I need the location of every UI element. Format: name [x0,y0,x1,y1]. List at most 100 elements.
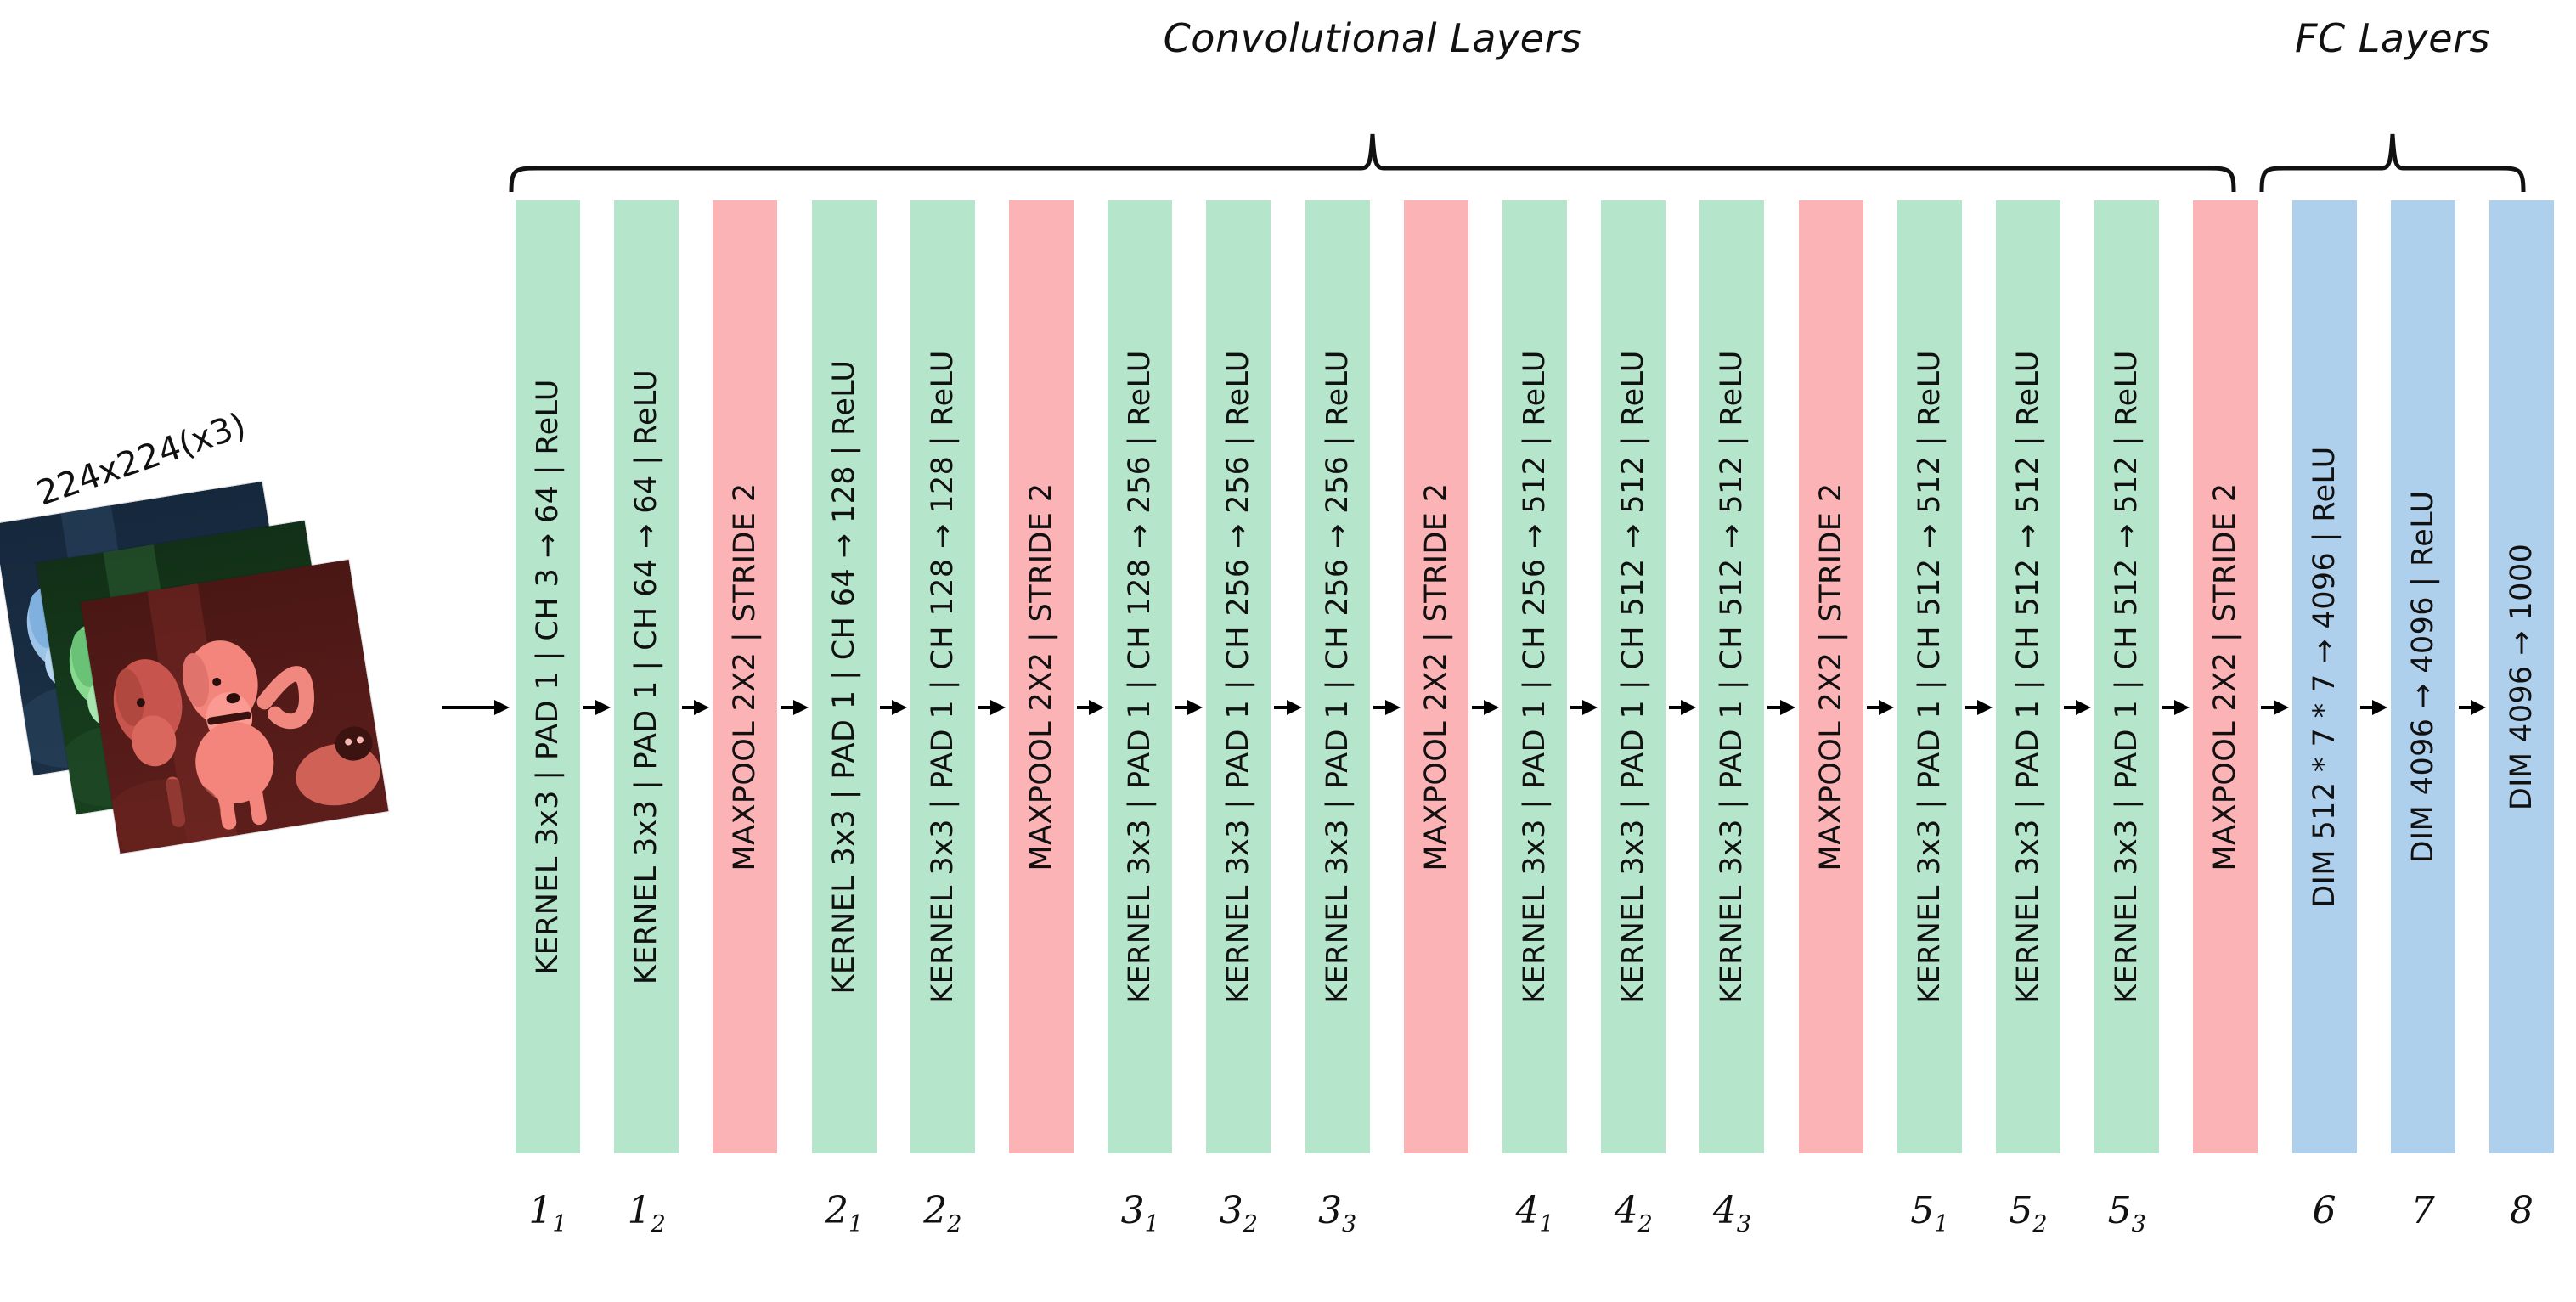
conv-layer-4[interactable]: KERNEL 3x3 | PAD 1 | CH 64 → 128 | ReLU [811,200,877,1153]
layer-index-number: 3 [1219,1189,1243,1232]
arrow-head [891,700,907,715]
layer-bar [2291,200,2357,1153]
maxpool-layer-3[interactable]: MAXPOOL 2X2 | STRIDE 2 [713,200,778,1153]
layer-index-subscript: 1 [1539,1210,1554,1237]
arrow-head [1582,700,1598,715]
arrow-head [1779,700,1795,715]
layer-bar [1108,200,1173,1153]
arrow-shaft [1866,706,1879,709]
flow-arrow-12 [1669,700,1697,715]
fc-layer-19[interactable]: DIM 512 * 7 * 7 → 4096 | ReLU [2291,200,2357,1153]
flow-arrow-9 [1373,700,1401,715]
layer-index-label-21: 8 [2510,1189,2534,1232]
arrow-shaft [1373,706,1385,709]
layer-bar [1996,200,2060,1153]
conv-layer-9[interactable]: KERNEL 3x3 | PAD 1 | CH 256 → 256 | ReLU [1305,200,1370,1153]
maxpool-layer-6[interactable]: MAXPOOL 2X2 | STRIDE 2 [1009,200,1074,1153]
conv-layer-7[interactable]: KERNEL 3x3 | PAD 1 | CH 128 → 256 | ReLU [1108,200,1173,1153]
arrow-shaft [583,706,596,709]
layer-bar [2193,200,2258,1153]
arrow-head [1878,700,1894,715]
arrow-shaft [2261,706,2274,709]
layer-index-number: 7 [2410,1189,2435,1232]
layer-index-number: 8 [2510,1189,2534,1232]
layer-label: KERNEL 3x3 | PAD 1 | CH 512 → 512 | ReLU [1616,350,1651,1004]
layer-index-number: 5 [2107,1189,2132,1232]
flow-arrow-17 [2162,700,2190,715]
flow-arrow-13 [1767,700,1795,715]
maxpool-layer-14[interactable]: MAXPOOL 2X2 | STRIDE 2 [1798,200,1863,1153]
arrow-head [1384,700,1401,715]
arrow-head [792,700,809,715]
arrow-shaft [682,706,695,709]
conv-layer-11[interactable]: KERNEL 3x3 | PAD 1 | CH 256 → 512 | ReLU [1502,200,1567,1153]
layer-label: KERNEL 3x3 | PAD 1 | CH 64 → 128 | ReLU [826,359,861,995]
conv-layer-8[interactable]: KERNEL 3x3 | PAD 1 | CH 256 → 256 | ReLU [1206,200,1271,1153]
layer-label: DIM 512 * 7 * 7 → 4096 | ReLU [2307,446,2342,908]
layer-index-number: 5 [2009,1189,2033,1232]
layer-bar [2094,200,2160,1153]
layer-index-subscript: 1 [1144,1210,1159,1237]
conv-layer-12[interactable]: KERNEL 3x3 | PAD 1 | CH 512 → 512 | ReLU [1601,200,1666,1153]
flow-arrow-11 [1570,700,1598,715]
layer-bar [1699,200,1765,1153]
layer-label: KERNEL 3x3 | PAD 1 | CH 64 → 64 | ReLU [629,369,664,985]
conv-layer-2[interactable]: KERNEL 3x3 | PAD 1 | CH 64 → 64 | ReLU [614,200,679,1153]
layer-index-label-2: 12 [628,1189,666,1237]
conv-layer-16[interactable]: KERNEL 3x3 | PAD 1 | CH 512 → 512 | ReLU [1996,200,2060,1153]
layer-bar [910,200,975,1153]
maxpool-layer-18[interactable]: MAXPOOL 2X2 | STRIDE 2 [2193,200,2258,1153]
arrow-shaft [1471,706,1484,709]
arrow-head [694,700,710,715]
flow-arrow-10 [1471,700,1499,715]
layer-label: MAXPOOL 2X2 | STRIDE 2 [728,482,763,871]
layer-index-label-7: 31 [1121,1189,1159,1237]
layer-index-number: 3 [1318,1189,1342,1232]
flow-arrow-19 [2359,700,2387,715]
layer-label: KERNEL 3x3 | PAD 1 | CH 3 → 64 | ReLU [531,379,565,975]
layer-label: KERNEL 3x3 | PAD 1 | CH 256 → 256 | ReLU [1221,350,1256,1004]
flow-arrow-7 [1175,700,1203,715]
layer-index-subscript: 2 [651,1210,666,1237]
conv-layer-1[interactable]: KERNEL 3x3 | PAD 1 | CH 3 → 64 | ReLU [516,200,580,1153]
flow-arrow-2 [682,700,710,715]
arrow-shaft [1175,706,1188,709]
arrow-head [2470,700,2486,715]
arrow-shaft [2064,706,2077,709]
layer-index-subscript: 3 [1736,1210,1751,1237]
layer-label: KERNEL 3x3 | PAD 1 | CH 512 → 512 | ReLU [1715,350,1750,1004]
conv-section-title: Convolutional Layers [1163,15,1582,61]
layer-bar [1206,200,1271,1153]
arrow-shaft [1570,706,1583,709]
flow-arrow-5 [978,700,1006,715]
layer-index-number: 4 [1712,1189,1737,1232]
layer-bar [516,200,580,1153]
layer-index-number: 4 [1515,1189,1540,1232]
arrow-head [1286,700,1302,715]
arrow-shaft [2359,706,2372,709]
flow-arrow-6 [1077,700,1105,715]
conv-layer-17[interactable]: KERNEL 3x3 | PAD 1 | CH 512 → 512 | ReLU [2094,200,2160,1153]
conv-layer-13[interactable]: KERNEL 3x3 | PAD 1 | CH 512 → 512 | ReLU [1699,200,1765,1153]
maxpool-layer-10[interactable]: MAXPOOL 2X2 | STRIDE 2 [1403,200,1468,1153]
layer-index-label-19: 6 [2313,1189,2336,1232]
conv-layer-5[interactable]: KERNEL 3x3 | PAD 1 | CH 128 → 128 | ReLU [910,200,975,1153]
layer-index-subscript: 1 [1934,1210,1949,1237]
arrow-head [1483,700,1499,715]
fc-layer-21[interactable]: DIM 4096 → 1000 [2489,200,2554,1153]
layer-index-label-15: 51 [1910,1189,1948,1237]
conv-layer-15[interactable]: KERNEL 3x3 | PAD 1 | CH 512 → 512 | ReLU [1897,200,1962,1153]
layer-label: DIM 4096 → 1000 [2505,543,2539,811]
layer-bar [2390,200,2455,1153]
layer-bar [713,200,778,1153]
layer-index-subscript: 1 [848,1210,864,1237]
arrow-head [1976,700,1993,715]
flow-arrow-16 [2064,700,2092,715]
arrow-head [2371,700,2387,715]
fc-layer-20[interactable]: DIM 4096 → 4096 | ReLU [2390,200,2455,1153]
layer-index-number: 3 [1120,1189,1145,1232]
layer-index-label-17: 53 [2108,1189,2146,1237]
flow-arrow-1 [583,700,612,715]
flow-arrow-4 [879,700,907,715]
